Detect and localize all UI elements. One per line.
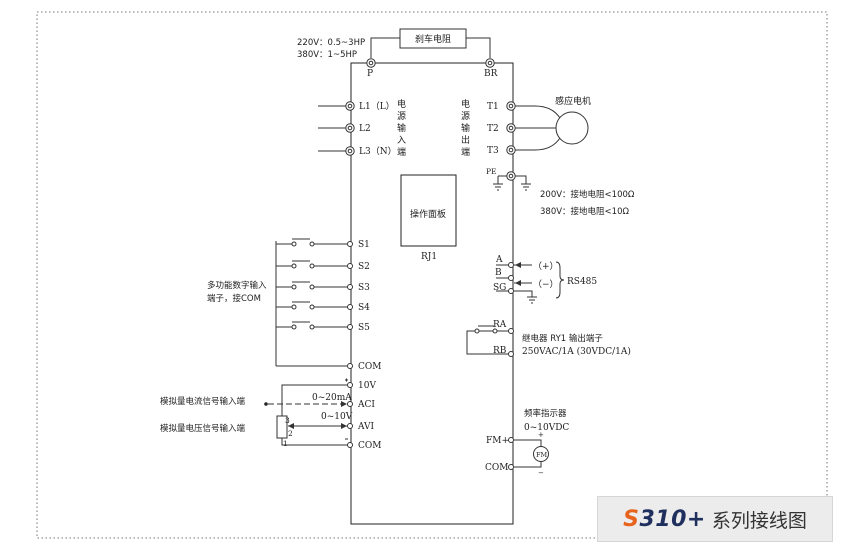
diagram-title-text: 系列接线图 (711, 509, 807, 532)
analog-voltage-label: 模拟量电压信号输入端 (160, 423, 246, 434)
terminal-s5-label: S5 (358, 323, 370, 333)
relay-label-line2: 250VAC/1A (30VDC/1A) (522, 346, 631, 357)
terminal-s2-label: S2 (358, 262, 370, 272)
power-output-terminals (506, 101, 561, 155)
pot-pin-2: 2 (288, 429, 293, 438)
brake-spec-220: 220V：0.5~3HP (297, 38, 365, 48)
fm-plus-sign: + (538, 431, 544, 439)
svg-text:输: 输 (461, 122, 470, 134)
brake-resistor: 刹车电阻 (370, 28, 491, 58)
svg-text:电: 电 (461, 98, 470, 110)
frequency-meter-wiring (508, 437, 549, 470)
rs485-plus-label: （+） (533, 261, 559, 272)
terminal-l3-label: L3（N） (359, 146, 397, 157)
frequency-meter-range: 0~10VDC (524, 423, 569, 433)
svg-text:端: 端 (397, 146, 406, 158)
brake-resistor-label: 刹车电阻 (415, 33, 451, 45)
frequency-meter-label: FM (536, 451, 548, 459)
rs485-minus-label: （−） (533, 279, 559, 290)
terminal-p-label: P (367, 69, 373, 79)
terminal-t3-label: T3 (487, 146, 499, 156)
model-name-first-letter: S (623, 506, 640, 532)
terminal-rb-label: RB (493, 346, 507, 356)
svg-text:源: 源 (397, 111, 406, 122)
power-input-label: 电 源 输 入 端 (397, 98, 406, 158)
svg-text:电: 电 (397, 98, 406, 110)
svg-text:入: 入 (397, 135, 406, 146)
diagram-title: S310+ 系列接线图 (597, 496, 833, 542)
ground-note-200v: 200V：接地电阻<100Ω (540, 189, 635, 200)
digital-input-label-line1: 多功能数字输入 (207, 280, 267, 291)
panel-port-label: RJ1 (421, 252, 437, 262)
motor-label: 感应电机 (555, 95, 591, 107)
analog-current-label: 模拟量电流信号输入端 (160, 396, 246, 407)
terminal-com-digital-label: COM (358, 362, 381, 372)
pe-ground (493, 171, 531, 191)
pot-pin-1: 1 (283, 439, 288, 448)
svg-text:端: 端 (461, 146, 470, 158)
pe-label: PE (486, 167, 497, 176)
terminal-10v-label: 10V (358, 381, 376, 391)
digital-input-wiring (275, 238, 353, 369)
terminal-a-label: A (495, 255, 503, 265)
terminal-l1-label: L1（L） (359, 101, 395, 112)
terminal-br (485, 58, 495, 68)
terminal-s3-label: S3 (358, 283, 370, 293)
pot-pin-3: 3 (285, 416, 290, 425)
terminal-l2-label: L2 (359, 124, 371, 134)
terminal-aci-label: ACI (357, 400, 375, 410)
terminal-com-analog-label: COM (358, 441, 381, 451)
terminal-br-label: BR (484, 69, 498, 79)
terminal-s4-label: S4 (358, 303, 370, 313)
relay-wiring (466, 325, 514, 357)
drive-body (350, 62, 514, 525)
svg-text:出: 出 (461, 134, 470, 146)
fm-minus-sign: − (538, 469, 544, 477)
model-name-rest: 310+ (639, 506, 706, 532)
terminal-t2-label: T2 (487, 124, 499, 134)
aci-range-label: 0~20mA (312, 393, 352, 403)
terminal-t1-label: T1 (487, 102, 499, 112)
rs485-wiring (496, 261, 565, 304)
terminal-com-fm-label: COM (485, 463, 508, 473)
terminal-b-label: B (495, 268, 502, 278)
power-input (318, 101, 355, 156)
diagram-frame (36, 11, 828, 539)
terminal-p (366, 58, 376, 68)
brake-spec-380: 380V：1~5HP (297, 50, 357, 60)
rs485-label: RS485 (567, 277, 597, 287)
relay-label-line1: 继电器 RY1 输出端子 (522, 333, 603, 344)
motor (555, 111, 589, 145)
terminal-ra-label: RA (493, 320, 507, 330)
digital-input-label-line2: 端子，接COM (207, 293, 261, 304)
terminal-fm-label: FM+ (486, 436, 509, 446)
terminal-sg-label: SG (493, 283, 506, 293)
ground-note-380v: 380V：接地电阻<10Ω (540, 206, 629, 217)
frequency-meter-title: 频率指示器 (524, 408, 567, 419)
model-name: S310+ (623, 507, 706, 532)
operation-panel (400, 174, 457, 247)
power-output-label: 电 源 输 出 端 (461, 98, 470, 158)
analog-input-wiring (264, 378, 353, 448)
operation-panel-label: 操作面板 (410, 208, 446, 220)
terminal-s1-label: S1 (358, 240, 370, 250)
avi-range-label: 0~10V (321, 412, 353, 422)
terminal-avi-label: AVI (357, 422, 375, 432)
svg-text:输: 输 (397, 122, 406, 134)
svg-text:源: 源 (461, 111, 470, 122)
